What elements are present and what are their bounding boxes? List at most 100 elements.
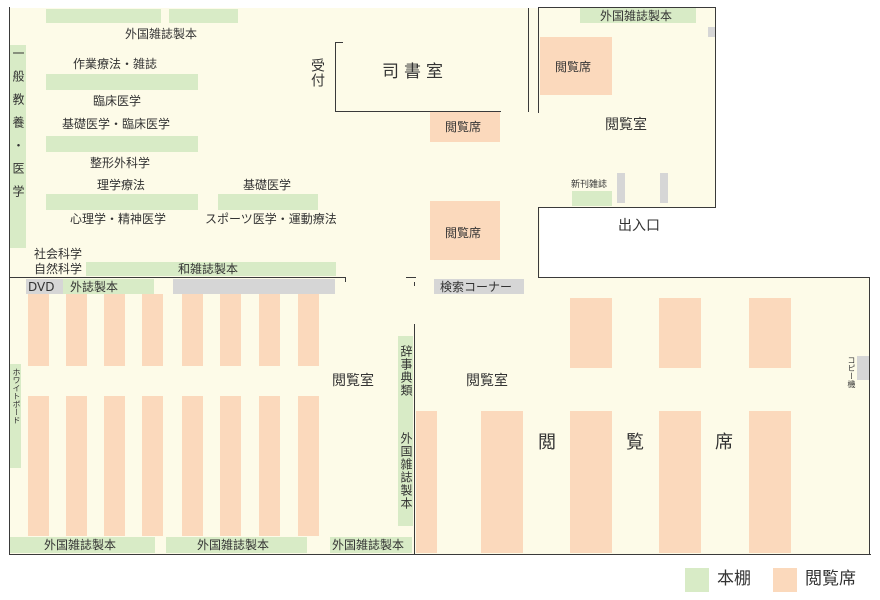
search-terminal-bar — [434, 279, 524, 294]
copier-block — [857, 356, 869, 380]
label-search-corner: 検索コーナー — [440, 280, 513, 294]
label-foreign-journal-bound-v: 外国雑誌製本 — [399, 432, 413, 510]
reading-seat — [182, 396, 203, 536]
label-entrance: 出入口 — [618, 218, 660, 234]
reading-seat — [540, 37, 612, 95]
wall — [9, 277, 346, 278]
equipment-post — [708, 27, 715, 37]
label-ot-journal: 作業療法・雑誌 — [73, 57, 158, 71]
label-general: 一般教養・医学 — [11, 47, 25, 208]
wall — [538, 7, 539, 113]
legend-seat-label: 閲覧席 — [805, 569, 856, 589]
wall — [414, 324, 415, 554]
reading-seat — [430, 201, 500, 260]
label-reception: 受付 — [309, 58, 325, 88]
reading-seat — [749, 298, 791, 368]
label-foreign-bound-b1: 外国雑誌製本 — [44, 538, 117, 552]
label-foreign-bound-b3: 外国雑誌製本 — [332, 538, 405, 552]
label-foreign-bound-b2: 外国雑誌製本 — [197, 538, 270, 552]
reading-seat — [259, 396, 280, 536]
bookshelf — [46, 74, 198, 90]
label-jp-bound: 和雑誌製本 — [178, 262, 239, 276]
wall — [414, 282, 415, 286]
label-new-journals: 新刊雑誌 — [571, 180, 608, 190]
reading-seat — [220, 294, 241, 366]
reading-seat — [66, 294, 87, 366]
wall — [9, 554, 871, 555]
label-basic: 基礎医学 — [243, 178, 292, 192]
wall — [9, 7, 10, 555]
bookshelf — [10, 364, 21, 468]
bookshelf — [218, 194, 318, 210]
bookshelf — [398, 336, 413, 526]
bookshelf — [580, 8, 696, 23]
label-reading-top: 閲覧室 — [605, 117, 647, 133]
label-foreign-bound-top: 外国雑誌製本 — [125, 27, 198, 41]
bookshelf — [86, 262, 336, 276]
label-clinical: 臨床医学 — [93, 94, 142, 108]
label-reading-right: 閲覧室 — [466, 373, 508, 389]
bookshelf — [166, 537, 307, 553]
reading-seat — [104, 294, 125, 366]
reading-seat — [28, 294, 49, 366]
label-dictionaries: 辞事典類 — [399, 345, 413, 397]
wall — [715, 7, 716, 208]
label-sports: スポーツ医学・運動療法 — [205, 212, 337, 226]
label-reading-left: 閲覧室 — [332, 373, 374, 389]
reading-seat — [298, 396, 319, 536]
dvd-shelf — [26, 279, 63, 294]
bookshelf — [10, 537, 155, 553]
reading-seat — [298, 294, 319, 366]
reading-seat — [749, 411, 791, 553]
reading-seat — [182, 294, 203, 366]
legend-shelf-swatch — [685, 568, 709, 592]
bookshelf — [330, 537, 412, 553]
reading-seat — [416, 411, 437, 553]
wall — [335, 42, 343, 43]
reading-seat — [28, 396, 49, 536]
wall — [538, 7, 716, 8]
wall — [538, 207, 716, 208]
reading-seat — [259, 294, 280, 366]
legend-seat-swatch — [773, 568, 797, 592]
reading-seat — [659, 298, 701, 368]
reading-seat — [430, 112, 500, 142]
bookshelf — [10, 45, 26, 248]
bookshelf — [46, 194, 198, 210]
reading-seat — [142, 396, 163, 536]
label-seat-big-1: 閲 — [538, 432, 556, 453]
bookshelf — [46, 9, 161, 23]
bookshelf — [572, 191, 612, 206]
reading-seat — [481, 411, 523, 553]
bookshelf — [63, 279, 154, 294]
wall — [345, 277, 346, 282]
label-foreign-bound-mid: 外誌製本 — [70, 280, 119, 294]
reading-seat — [142, 294, 163, 366]
label-copier: コピー機 — [847, 356, 856, 388]
label-seat-big-3: 席 — [715, 432, 733, 453]
label-social: 社会科学 — [34, 247, 83, 261]
label-seat-big-2: 覧 — [626, 432, 644, 453]
label-seats-a: 閲覧席 — [555, 60, 592, 74]
reading-seat — [570, 411, 612, 553]
wall — [538, 277, 870, 278]
label-seats-b: 閲覧席 — [445, 120, 482, 134]
label-basic-clinical: 基礎医学・臨床医学 — [62, 117, 171, 131]
equipment-post — [660, 173, 668, 203]
label-dvd: DVD — [28, 280, 55, 294]
label-psych: 心理学・精神医学 — [70, 212, 167, 226]
label-whiteboard: ホワイトボード — [12, 368, 21, 424]
label-pt: 理学療法 — [97, 178, 146, 192]
wall — [335, 111, 501, 112]
reading-seat — [104, 396, 125, 536]
legend-shelf-label: 本棚 — [717, 569, 751, 589]
wall — [335, 42, 336, 112]
reading-seat — [66, 396, 87, 536]
label-natural: 自然科学 — [34, 262, 83, 276]
reading-seat — [220, 396, 241, 536]
wall — [538, 208, 539, 278]
wall — [406, 277, 416, 278]
label-orthopedics: 整形外科学 — [90, 156, 151, 170]
reading-seat — [659, 411, 701, 553]
